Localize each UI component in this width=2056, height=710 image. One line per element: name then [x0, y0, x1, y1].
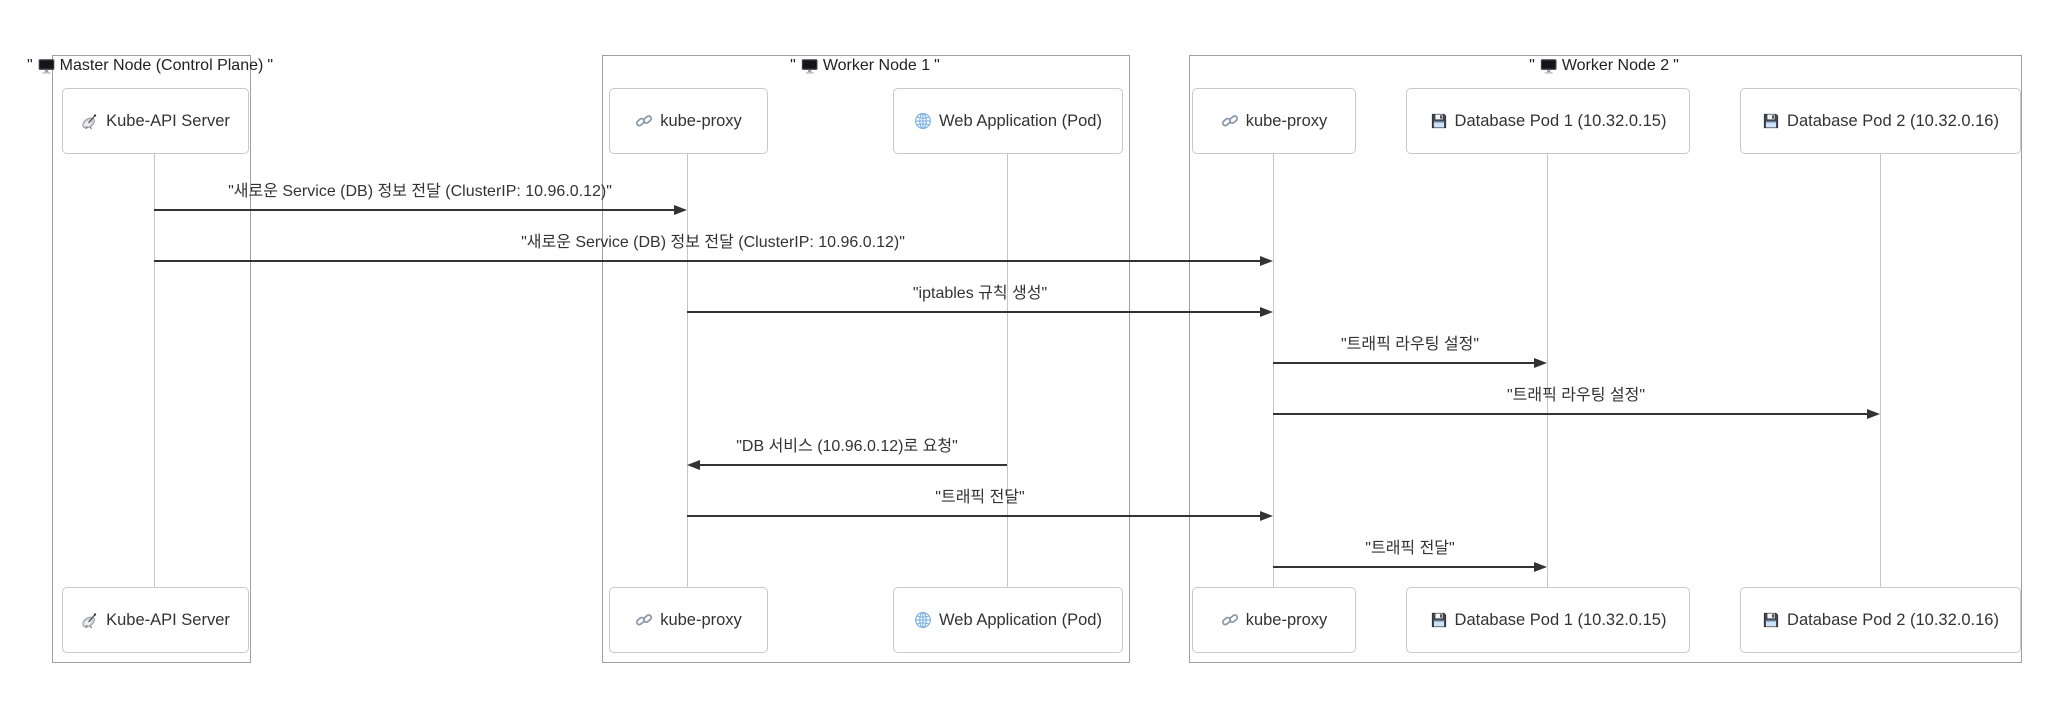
actor-kube-proxy-worker2-bottom: kube-proxy [1192, 587, 1356, 653]
actor-label: Database Pod 2 (10.32.0.16) [1787, 610, 1999, 629]
message-0-label: "새로운 Service (DB) 정보 전달 (ClusterIP: 10.9… [228, 183, 612, 200]
message-1-arrowhead [1260, 256, 1273, 266]
message-5-arrow [699, 464, 1007, 466]
lifeline-kube-proxy-worker2 [1273, 153, 1274, 587]
message-4-arrowhead [1867, 409, 1880, 419]
actor-label: Database Pod 1 (10.32.0.15) [1454, 610, 1667, 629]
actor-label: kube-proxy [660, 610, 742, 629]
message-1-label: "새로운 Service (DB) 정보 전달 (ClusterIP: 10.9… [521, 234, 905, 251]
node-title-worker2: " Worker Node 2 " [1529, 56, 1679, 76]
node-box-worker1 [602, 55, 1130, 663]
message-0-arrowhead [674, 205, 687, 215]
globe-icon [914, 611, 932, 629]
node-title-text: Worker Node 2 [1561, 57, 1670, 74]
message-6-label: "트래픽 전달" [935, 489, 1025, 506]
actor-label: kube-proxy [660, 111, 742, 130]
node-title-worker1: " Worker Node 1 " [790, 56, 940, 76]
floppy-icon [1762, 112, 1780, 130]
message-5-label: "DB 서비스 (10.96.0.12)로 요청" [736, 438, 958, 455]
lifeline-database-pod-2 [1880, 153, 1881, 587]
actor-label: Database Pod 2 (10.32.0.16) [1787, 111, 1999, 130]
lifeline-kube-proxy-worker1 [687, 153, 688, 587]
actor-database-pod-1-bottom: Database Pod 1 (10.32.0.15) [1406, 587, 1690, 653]
actor-label: Database Pod 1 (10.32.0.15) [1454, 111, 1667, 130]
actor-kube-proxy-worker1-bottom: kube-proxy [609, 587, 768, 653]
message-4-arrow [1273, 413, 1868, 415]
actor-web-application-pod-bottom: Web Application (Pod) [893, 587, 1123, 653]
message-7-arrowhead [1534, 562, 1547, 572]
node-box-master [52, 55, 251, 663]
satellite-icon [81, 112, 99, 130]
lifeline-database-pod-1 [1547, 153, 1548, 587]
node-title-close-quote: " [1673, 57, 1679, 74]
node-title-master: " Master Node (Control Plane) " [27, 56, 273, 76]
actor-label: Web Application (Pod) [939, 111, 1102, 130]
node-title-close-quote: " [267, 57, 274, 74]
monitor-icon [1539, 58, 1558, 75]
actor-kube-api-server-top: Kube-API Server [62, 88, 249, 154]
actor-database-pod-2-bottom: Database Pod 2 (10.32.0.16) [1740, 587, 2021, 653]
floppy-icon [1430, 611, 1448, 629]
actor-label: Kube-API Server [106, 610, 230, 629]
message-3-arrow [1273, 362, 1535, 364]
node-title-close-quote: " [934, 57, 940, 74]
actor-label: Kube-API Server [106, 111, 230, 130]
message-2-arrow [687, 311, 1261, 313]
message-3-arrowhead [1534, 358, 1547, 368]
message-2-arrowhead [1260, 307, 1273, 317]
monitor-icon [800, 58, 819, 75]
node-title-open-quote: " [1529, 57, 1535, 74]
message-1-arrow [154, 260, 1261, 262]
link-icon [635, 112, 653, 130]
monitor-icon [37, 58, 56, 75]
message-6-arrowhead [1260, 511, 1273, 521]
actor-label: kube-proxy [1245, 111, 1328, 130]
node-title-open-quote: " [26, 57, 33, 74]
actor-kube-proxy-worker1-top: kube-proxy [609, 88, 768, 154]
actor-kube-api-server-bottom: Kube-API Server [62, 587, 249, 653]
lifeline-kube-api-server [154, 153, 155, 587]
floppy-icon [1762, 611, 1780, 629]
link-icon [1221, 611, 1239, 629]
message-0-arrow [154, 209, 675, 211]
message-3-label: "트래픽 라우팅 설정" [1340, 336, 1480, 353]
message-2-label: "iptables 규칙 생성" [912, 285, 1048, 302]
actor-kube-proxy-worker2-top: kube-proxy [1192, 88, 1356, 154]
message-7-arrow [1273, 566, 1535, 568]
satellite-icon [81, 611, 99, 629]
actor-label: kube-proxy [1245, 610, 1328, 629]
lifeline-web-application-pod [1007, 153, 1008, 587]
message-5-arrowhead [687, 460, 700, 470]
link-icon [1221, 112, 1239, 130]
link-icon [635, 611, 653, 629]
node-box-worker2 [1189, 55, 2022, 663]
message-7-label: "트래픽 전달" [1365, 540, 1455, 557]
message-6-arrow [687, 515, 1261, 517]
actor-database-pod-2-top: Database Pod 2 (10.32.0.16) [1740, 88, 2021, 154]
floppy-icon [1430, 112, 1448, 130]
actor-label: Web Application (Pod) [939, 610, 1102, 629]
actor-web-application-pod-top: Web Application (Pod) [893, 88, 1123, 154]
node-title-text: Master Node (Control Plane) [59, 57, 264, 74]
message-4-label: "트래픽 라우팅 설정" [1506, 387, 1646, 404]
actor-database-pod-1-top: Database Pod 1 (10.32.0.15) [1406, 88, 1690, 154]
globe-icon [914, 112, 932, 130]
node-title-open-quote: " [790, 57, 796, 74]
node-title-text: Worker Node 1 [822, 57, 931, 74]
